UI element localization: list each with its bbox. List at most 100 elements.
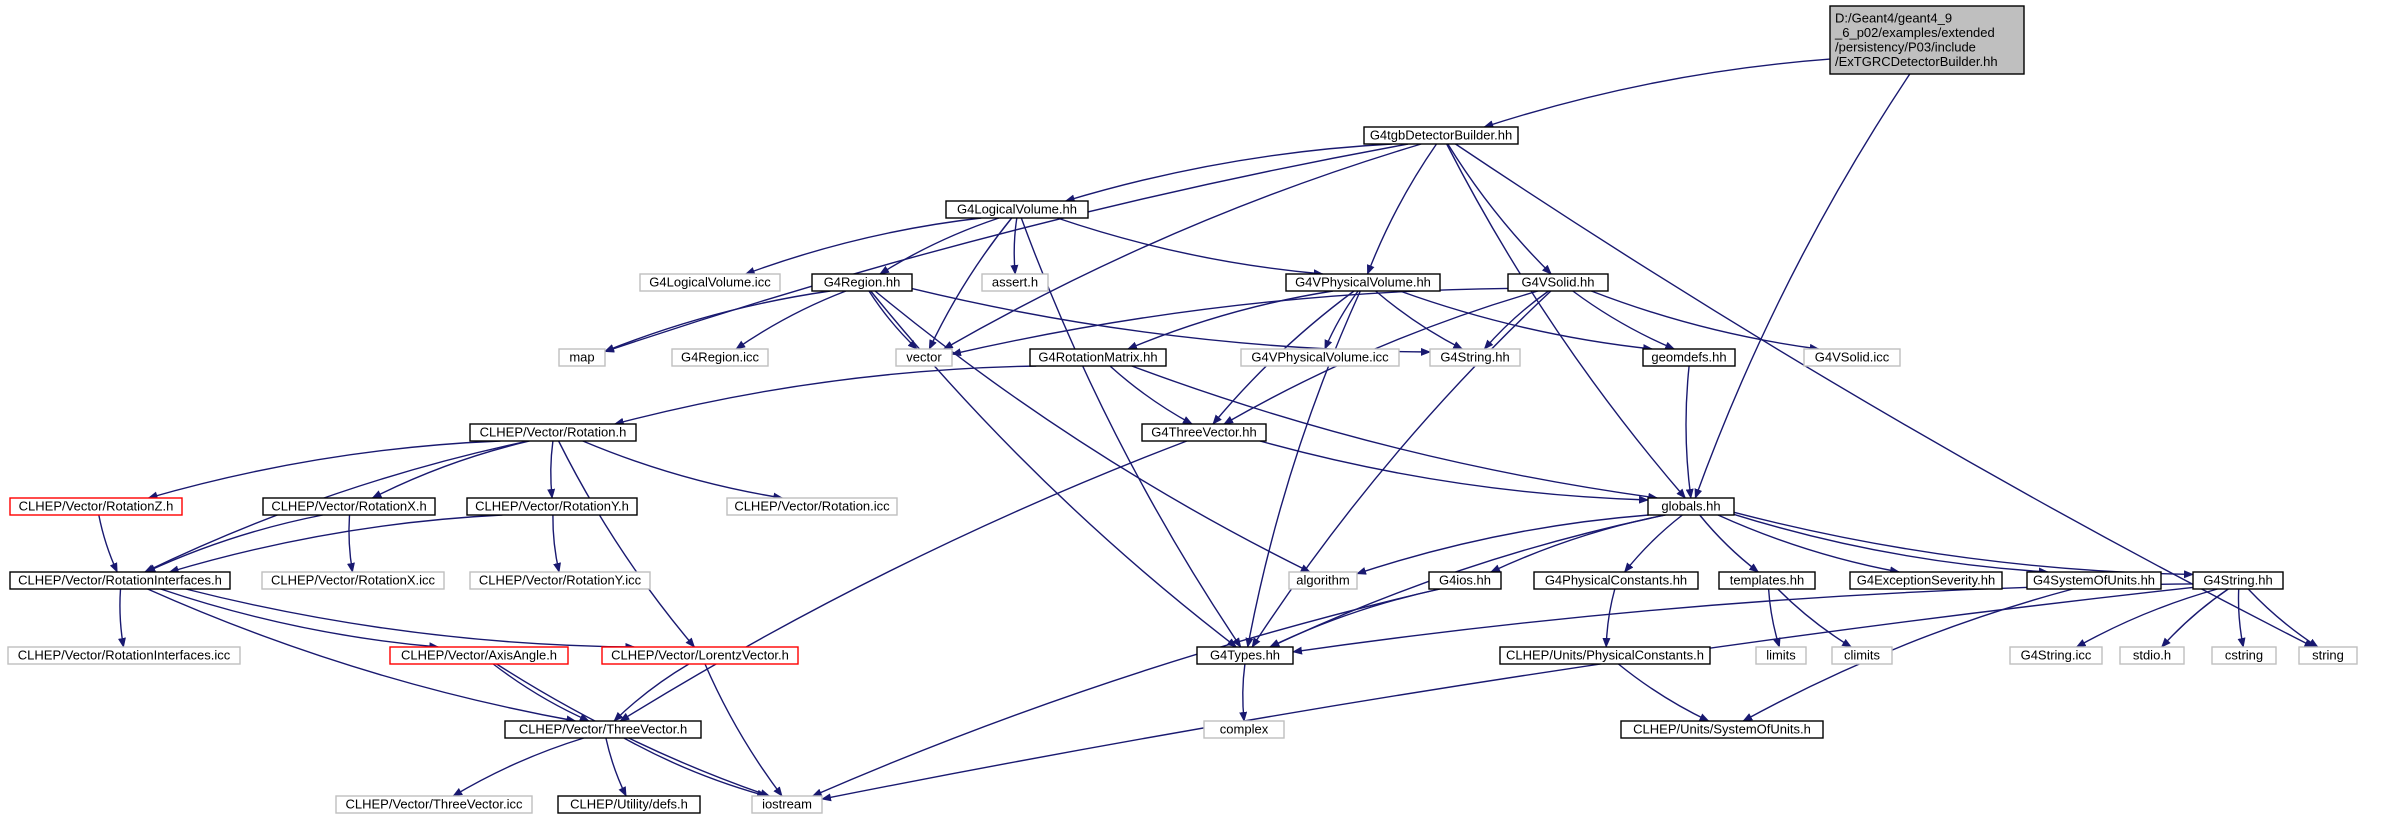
- edge-threevec-to-clhep3v: [619, 440, 1188, 722]
- node-box: [1803, 348, 1901, 367]
- edge-vphys-to-g4string: [1375, 290, 1464, 350]
- edge-root-to-globals: [1694, 73, 1911, 499]
- node-label: CLHEP/Vector/ThreeVector.icc: [345, 797, 523, 812]
- node-globals[interactable]: globals.hh: [1647, 497, 1735, 516]
- edge-rotx-to-rotxicc: [347, 514, 355, 573]
- node-label: globals.hh: [1661, 499, 1720, 514]
- node-clhep3v[interactable]: CLHEP/Vector/ThreeVector.h: [504, 720, 702, 739]
- node-physconst[interactable]: G4PhysicalConstants.hh: [1533, 571, 1699, 590]
- node-roticc: CLHEP/Vector/Rotation.icc: [726, 497, 898, 516]
- edge-globals-to-excsev: [1717, 514, 1900, 575]
- edge-tgb-to-string: [1455, 143, 2315, 648]
- node-unitsphys[interactable]: CLHEP/Units/PhysicalConstants.h: [1499, 646, 1711, 665]
- node-box: [726, 497, 898, 516]
- node-box: [2211, 646, 2277, 665]
- node-g4ios[interactable]: G4ios.hh: [1428, 571, 1502, 590]
- node-label: CLHEP/Vector/ThreeVector.h: [519, 722, 687, 737]
- node-root[interactable]: D:/Geant4/geant4_9_6_p02/examples/extend…: [1829, 5, 2025, 75]
- edge-g4types-to-complex: [1239, 663, 1248, 722]
- edge-logvol-to-vector: [928, 217, 1013, 350]
- edge-g4ios-to-g4types: [1268, 588, 1441, 648]
- node-templates[interactable]: templates.hh: [1718, 571, 1816, 590]
- edge-rotx-to-rotif: [145, 514, 323, 573]
- node-box: [2009, 646, 2103, 665]
- node-g4types[interactable]: G4Types.hh: [1196, 646, 1294, 665]
- node-label: G4ExceptionSeverity.hh: [1857, 573, 1996, 588]
- node-box: [1533, 571, 1699, 590]
- edge-geomdefs-to-globals: [1685, 365, 1694, 499]
- node-label: templates.hh: [1730, 573, 1804, 588]
- node-label: map: [569, 350, 594, 365]
- node-threevec[interactable]: G4ThreeVector.hh: [1141, 423, 1267, 442]
- node-lorentz[interactable]: CLHEP/Vector/LorentzVector.h: [601, 646, 799, 665]
- edge-rotation-to-rotif: [143, 440, 529, 573]
- edge-g4stringhh-to-g4types: [1292, 583, 2194, 655]
- node-layer: D:/Geant4/geant4_9_6_p02/examples/extend…: [7, 5, 2358, 814]
- edge-logvol-to-logvolicc: [744, 217, 982, 275]
- edge-region-to-regionicc: [735, 290, 847, 350]
- edge-g4stringhh-to-g4stringicc: [2075, 588, 2218, 648]
- node-label: CLHEP/Units/SystemOfUnits.h: [1633, 722, 1811, 737]
- node-label: iostream: [762, 797, 812, 812]
- node-box: [1363, 126, 1519, 145]
- node-rotation[interactable]: CLHEP/Vector/Rotation.h: [469, 423, 637, 442]
- edge-rotation-to-roty: [547, 440, 556, 499]
- node-label: climits: [1844, 648, 1881, 663]
- node-box: [2119, 646, 2185, 665]
- node-roty[interactable]: CLHEP/Vector/RotationY.h: [466, 497, 638, 516]
- node-rotificc: CLHEP/Vector/RotationInterfaces.icc: [7, 646, 241, 665]
- edge-vsolid-to-g4string: [1483, 290, 1550, 350]
- edge-tgb-to-vphys: [1366, 143, 1438, 275]
- edge-rotif-to-lorentz: [185, 588, 636, 651]
- node-label: CLHEP/Vector/Rotation.h: [480, 425, 627, 440]
- edge-logvol-to-vphys: [1057, 217, 1324, 278]
- node-label: vector: [906, 350, 942, 365]
- edge-logvol-to-region: [879, 217, 1000, 275]
- node-label: geomdefs.hh: [1651, 350, 1726, 365]
- node-axisangle[interactable]: CLHEP/Vector/AxisAngle.h: [389, 646, 569, 665]
- node-vphys[interactable]: G4VPhysicalVolume.hh: [1285, 273, 1441, 292]
- node-geomdefs[interactable]: geomdefs.hh: [1642, 348, 1736, 367]
- node-region[interactable]: G4Region.hh: [811, 273, 913, 292]
- node-box: [981, 273, 1049, 292]
- node-label: CLHEP/Utility/defs.h: [570, 797, 688, 812]
- edge-tgb-to-vsolid: [1447, 143, 1552, 275]
- edge-vsolid-to-vector: [951, 287, 1509, 357]
- edge-sysunits-to-unitssys: [1742, 588, 2073, 722]
- node-rotmat[interactable]: G4RotationMatrix.hh: [1029, 348, 1167, 367]
- node-rotif[interactable]: CLHEP/Vector/RotationInterfaces.h: [9, 571, 231, 590]
- node-complex: complex: [1203, 720, 1285, 739]
- edge-rotmat-to-rotation: [613, 365, 1037, 426]
- node-g4stringhh[interactable]: G4String.hh: [2192, 571, 2284, 590]
- node-excsev[interactable]: G4ExceptionSeverity.hh: [1849, 571, 2003, 590]
- node-defs[interactable]: CLHEP/Utility/defs.h: [557, 795, 701, 814]
- node-rotz[interactable]: CLHEP/Vector/RotationZ.h: [9, 497, 183, 516]
- edge-g4stringhh-to-cstring: [2237, 588, 2246, 648]
- node-label: G4tgbDetectorBuilder.hh: [1370, 128, 1512, 143]
- node-vsolid[interactable]: G4VSolid.hh: [1507, 273, 1609, 292]
- node-limits: limits: [1755, 646, 1807, 665]
- node-iostream: iostream: [751, 795, 823, 814]
- node-label: string: [2312, 648, 2344, 663]
- edge-tgb-to-map: [604, 143, 1409, 353]
- node-label: /ExTGRCDetectorBuilder.hh: [1835, 54, 1998, 69]
- edge-roty-to-rotif: [168, 514, 503, 574]
- edge-rotz-to-rotif: [98, 514, 118, 573]
- node-box: [469, 571, 651, 590]
- node-box: [1285, 273, 1441, 292]
- node-sysunits[interactable]: G4SystemOfUnits.hh: [2026, 571, 2162, 590]
- node-vector: vector: [895, 348, 953, 367]
- node-logvol[interactable]: G4LogicalVolume.hh: [945, 200, 1089, 219]
- node-rotx[interactable]: CLHEP/Vector/RotationX.h: [262, 497, 436, 516]
- node-g4stringicc: G4String.icc: [2009, 646, 2103, 665]
- node-tgb[interactable]: G4tgbDetectorBuilder.hh: [1363, 126, 1519, 145]
- node-box: [1642, 348, 1736, 367]
- node-stdio: stdio.h: [2119, 646, 2185, 665]
- node-unitssys[interactable]: CLHEP/Units/SystemOfUnits.h: [1620, 720, 1824, 739]
- node-box: [1507, 273, 1609, 292]
- node-label: CLHEP/Vector/Rotation.icc: [734, 499, 890, 514]
- node-label: CLHEP/Vector/RotationY.h: [475, 499, 629, 514]
- edge-tgb-to-globals: [1446, 143, 1686, 499]
- edge-region-to-map: [604, 290, 831, 352]
